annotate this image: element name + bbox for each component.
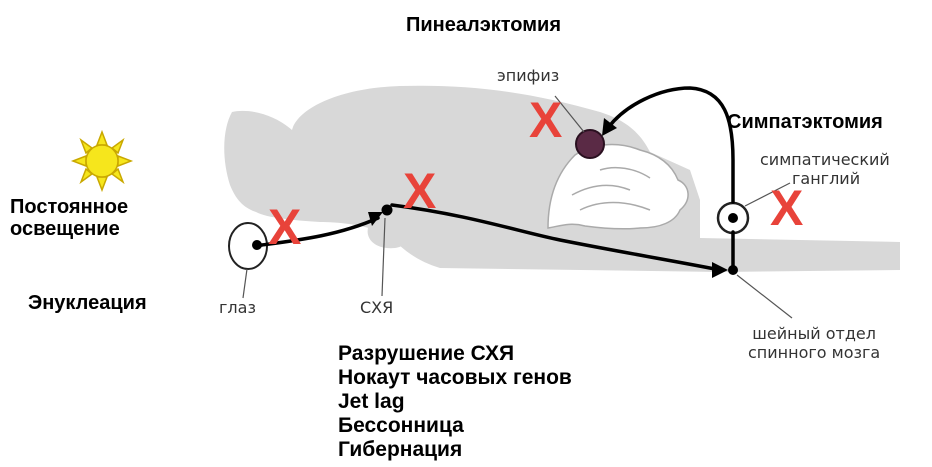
pinealectomy-x-mark: X (529, 95, 562, 145)
enucleation-label: Энуклеация (28, 292, 147, 314)
condition-item: Гибернация (338, 438, 572, 462)
pineal-gland (576, 130, 604, 158)
sympathetic-ganglion (718, 203, 748, 233)
condition-item: Нокаут часовых генов (338, 366, 572, 390)
cervical-spinal-label: шейный отдел спинного мозга (748, 324, 880, 362)
eye-label: глаз (219, 298, 256, 317)
pineal-label: эпифиз (497, 66, 559, 85)
enucleation-x-mark: X (268, 202, 301, 252)
pinealectomy-label: Пинеалэктомия (406, 14, 561, 36)
condition-item: Jet lag (338, 390, 572, 414)
sympathectomy-label: Симпатэктомия (727, 111, 883, 133)
scn-label: СХЯ (360, 298, 393, 317)
condition-item: Разрушение СХЯ (338, 342, 572, 366)
scn-x-mark: X (403, 166, 436, 216)
sympathectomy-x-mark: X (770, 183, 803, 233)
sun-icon (73, 132, 131, 190)
conditions-list: Разрушение СХЯ Нокаут часовых генов Jet … (338, 342, 572, 462)
condition-item: Бессонница (338, 414, 572, 438)
constant-light-label: Постоянное освещение (10, 196, 128, 240)
